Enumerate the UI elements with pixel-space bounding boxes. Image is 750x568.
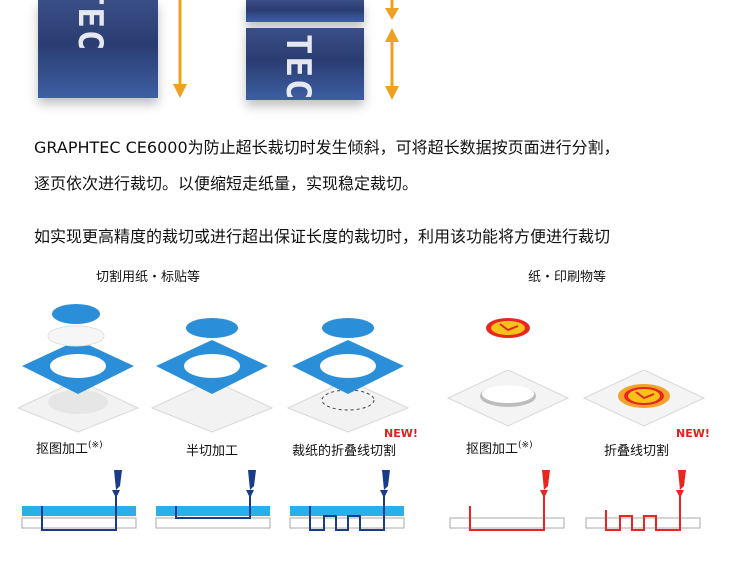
item-label-5: 折叠线切割 <box>604 444 670 459</box>
item-label-4: 抠图加工(※) <box>466 440 533 457</box>
section-fold-red <box>585 470 701 531</box>
section-cutout <box>21 470 137 531</box>
section-cutout-red <box>449 470 565 531</box>
item-label-1: 抠图加工(※) <box>36 440 103 457</box>
note-4: (※) <box>518 440 533 451</box>
new-badge-1: NEW! <box>384 427 418 440</box>
item-label-2: 半切加工 <box>186 444 239 459</box>
logo-text-left: PHTEC <box>70 0 110 52</box>
illustration-cutout <box>16 304 140 433</box>
note-1: (※) <box>88 440 103 451</box>
illustration-halfcut <box>150 318 274 433</box>
illustration-cutout-print <box>446 318 570 427</box>
item-label-3: 裁纸的折叠线切割 <box>292 444 397 459</box>
illustration-fold-print <box>582 369 706 427</box>
section-perforation-blue <box>289 470 405 531</box>
illustration-perforation-blue <box>286 318 410 433</box>
description-line-3: 如实现更高精度的裁切或进行超出保证长度的裁切时，利用该功能将方便进行裁切 <box>34 227 611 246</box>
arrow-down-right-top <box>385 0 399 20</box>
cut-block-right-bottom: TEC <box>246 28 364 102</box>
cut-block-right-top <box>246 0 364 22</box>
section-halfcut <box>155 470 271 529</box>
description-line-2: 逐页依次进行裁切。以便缩短走纸量，实现稳定裁切。 <box>34 174 419 193</box>
logo-text-right: TEC <box>278 34 318 102</box>
group-title-left: 切割用纸・标贴等 <box>96 270 201 285</box>
group-title-right: 纸・印刷物等 <box>528 270 607 285</box>
description-line-1: GRAPHTEC CE6000为防止超长裁切时发生倾斜，可将超长数据按页面进行分… <box>34 138 620 157</box>
arrow-updown-right <box>385 28 399 100</box>
cut-block-left: PHTEC <box>38 0 158 98</box>
new-badge-2: NEW! <box>676 427 710 440</box>
arrow-down-left <box>173 0 187 98</box>
